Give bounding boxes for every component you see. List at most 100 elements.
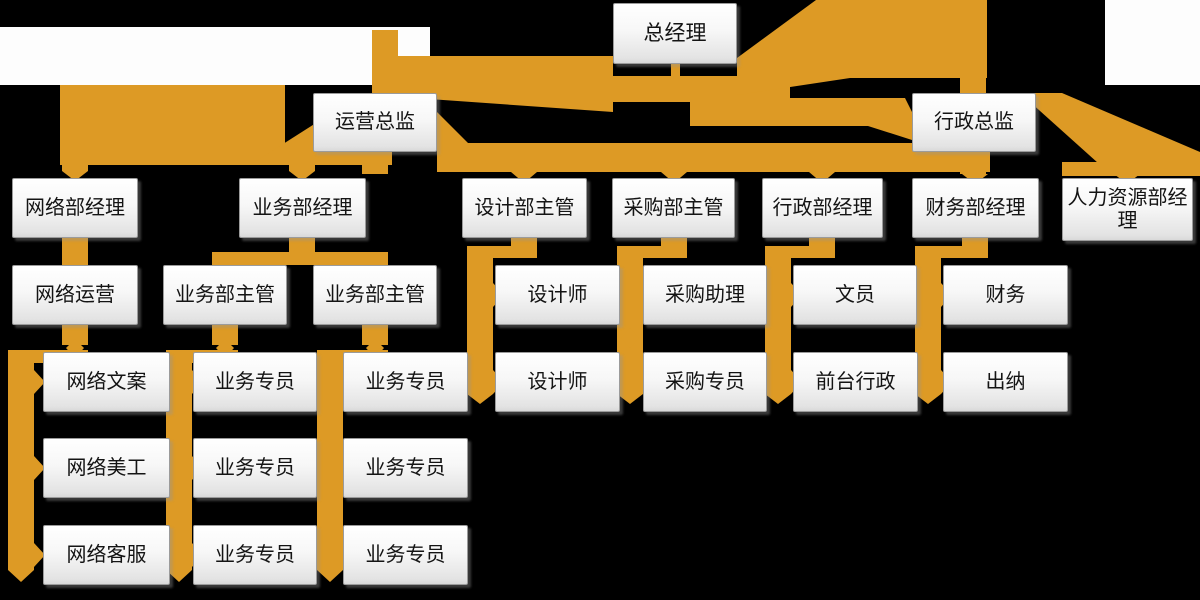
org-node-purch-sup: 采购部主管 (612, 178, 735, 238)
org-node-label: 业务专员 (365, 543, 446, 566)
connector-segment (1062, 162, 1200, 176)
org-node-label: 总经理 (643, 21, 707, 46)
org-node-label: 行政总监 (934, 111, 1014, 133)
org-node-reception: 前台行政 (793, 352, 918, 412)
org-node-biz-mgr: 业务部经理 (239, 178, 366, 238)
org-node-label: 业务专员 (215, 543, 295, 566)
connector-segment (216, 339, 234, 358)
org-node-biz-spec1: 业务专员 (193, 352, 317, 412)
org-node-label: 行政部经理 (772, 196, 873, 219)
connector-segment (437, 112, 990, 172)
connector-segment (62, 165, 88, 181)
org-node-label: 财务部经理 (925, 196, 1026, 219)
org-node-label: 人力资源部经理 (1067, 186, 1188, 232)
connector-segment (467, 394, 493, 404)
org-node-biz-sup1: 业务部主管 (163, 265, 287, 325)
connector-segment (1020, 93, 1200, 172)
org-node-label: 业务专员 (215, 370, 295, 393)
connector-segment (919, 328, 937, 348)
connector-segment (166, 350, 192, 570)
connector-segment (690, 98, 912, 140)
org-node-hr-mgr: 人力资源部经理 (1062, 178, 1193, 241)
connector-segment (12, 502, 30, 522)
org-node-net-copy: 网络文案 (43, 352, 170, 412)
org-node-ops: 运营总监 (313, 93, 437, 152)
connector-segment (321, 502, 339, 522)
org-node-net-mgr: 网络部经理 (12, 178, 138, 238)
org-node-label: 业务专员 (215, 456, 295, 479)
org-node-biz-spec5: 业务专员 (343, 438, 468, 498)
connector-segment (471, 328, 489, 348)
org-node-biz-spec2: 业务专员 (193, 438, 317, 498)
org-node-clerk: 文员 (793, 265, 917, 325)
connector-segment (671, 64, 680, 82)
connector-segment (809, 172, 835, 183)
org-node-label: 网络客服 (66, 543, 147, 566)
connector-segment (511, 172, 537, 183)
org-node-label: 文员 (835, 283, 875, 306)
connector-segment (321, 415, 339, 435)
connector-segment (317, 570, 343, 582)
connector-segment (66, 242, 84, 262)
connector-segment (170, 502, 188, 522)
org-node-label: 网络部经理 (25, 196, 125, 219)
org-node-label: 网络文案 (66, 370, 147, 393)
org-node-designer2: 设计师 (495, 352, 620, 412)
org-node-label: 出纳 (985, 370, 1026, 393)
connector-segment (362, 152, 388, 174)
connector-segment (166, 570, 192, 582)
org-node-label: 设计师 (527, 283, 588, 306)
connector-segment (366, 339, 384, 358)
connector-segment (170, 415, 188, 435)
connector-segment (960, 76, 986, 93)
white-backdrop-right (1105, 0, 1200, 85)
connector-segment (765, 394, 791, 404)
org-node-label: 采购助理 (665, 283, 745, 306)
connector-segment (737, 0, 987, 95)
connector-segment (617, 394, 643, 404)
org-node-label: 设计部主管 (474, 196, 575, 219)
org-node-purch-spec: 采购专员 (643, 352, 767, 412)
connector-segment (765, 246, 791, 394)
org-node-admin: 行政总监 (912, 93, 1036, 152)
connector-segment (212, 325, 238, 345)
org-node-label: 运营总监 (335, 111, 415, 133)
org-node-fin-mgr: 财务部经理 (912, 178, 1039, 238)
connector-segment (34, 543, 45, 567)
connector-segment (289, 165, 315, 181)
org-node-label: 业务专员 (365, 370, 446, 393)
connector-segment (34, 370, 45, 394)
org-node-design-sup: 设计部主管 (462, 178, 587, 238)
org-node-net-ops: 网络运营 (12, 265, 138, 325)
org-node-label: 采购专员 (665, 370, 745, 393)
connector-segment (34, 456, 45, 480)
org-node-label: 设计师 (527, 370, 588, 393)
connector-segment (621, 328, 639, 348)
connector-segment (915, 394, 941, 404)
connector-segment (467, 246, 493, 394)
connector-segment (915, 246, 941, 394)
org-node-label: 业务部经理 (252, 196, 353, 219)
connector-segment (8, 570, 34, 582)
connector-segment (317, 350, 343, 570)
connector-segment (8, 350, 34, 570)
connector-segment (12, 415, 30, 435)
org-node-label: 业务部主管 (175, 283, 275, 306)
org-node-cashier: 出纳 (943, 352, 1068, 412)
org-node-admin-mgr: 行政部经理 (762, 178, 883, 238)
org-node-net-cs: 网络客服 (43, 525, 170, 585)
connector-segment (66, 339, 84, 358)
org-node-label: 网络运营 (35, 283, 115, 306)
org-node-net-art: 网络美工 (43, 438, 170, 498)
org-node-gm: 总经理 (613, 3, 737, 64)
org-node-label: 业务部主管 (325, 283, 425, 306)
org-node-biz-spec3: 业务专员 (193, 525, 317, 585)
org-node-designer1: 设计师 (495, 265, 620, 325)
connector-segment (62, 325, 88, 345)
white-backdrop-left (0, 27, 430, 85)
org-node-biz-spec6: 业务专员 (343, 525, 468, 585)
connector-segment (362, 325, 388, 345)
org-node-label: 采购部主管 (623, 196, 724, 219)
org-node-label: 网络美工 (66, 456, 147, 479)
